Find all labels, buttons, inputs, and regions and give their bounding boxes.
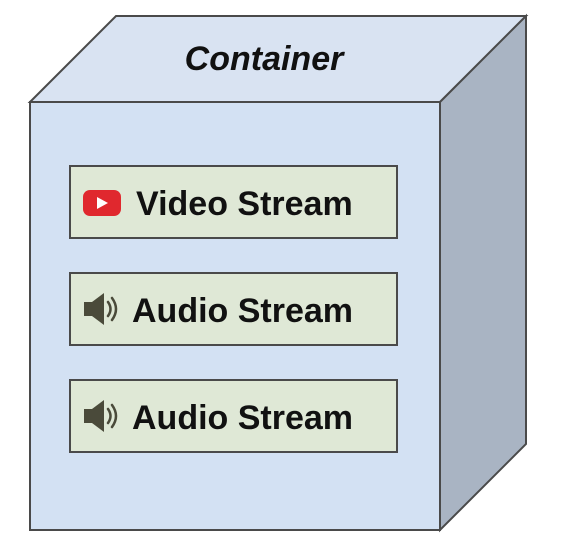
stream-box-background: [69, 379, 398, 453]
stream-box-background: [69, 165, 398, 239]
video-play-icon: [83, 190, 121, 216]
stream-label: Audio Stream: [132, 399, 353, 437]
stream-box-audio: Audio Stream: [69, 272, 398, 346]
speaker-icon: [84, 400, 118, 432]
speaker-icon: [84, 293, 118, 325]
stream-label: Video Stream: [136, 185, 353, 223]
stream-box-video: Video Stream: [69, 165, 398, 239]
stream-box-audio: Audio Stream: [69, 379, 398, 453]
stream-label: Audio Stream: [132, 292, 353, 330]
container-side-face: [439, 13, 527, 533]
stream-box-background: [69, 272, 398, 346]
container-title: Container: [185, 40, 345, 78]
